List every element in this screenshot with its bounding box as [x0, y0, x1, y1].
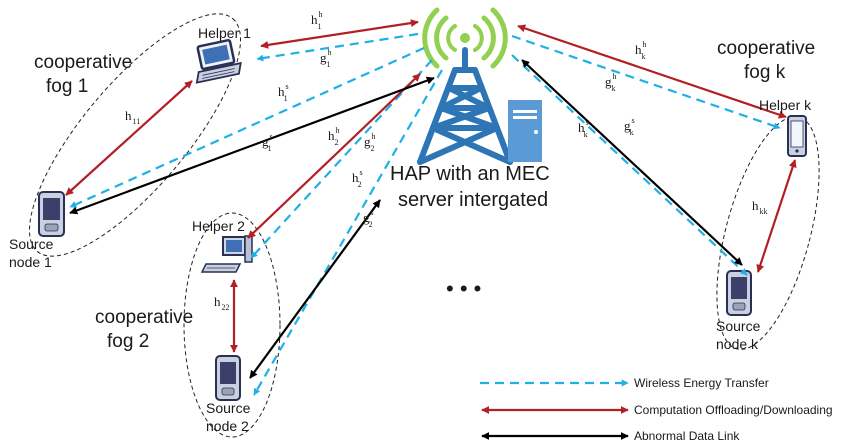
link-h1h: [260, 19, 419, 49]
source-node-2-phone-icon: [215, 355, 241, 401]
helper-1-label: Helper 1: [198, 25, 251, 41]
legend-abnormal-label: Abnormal Data Link: [634, 429, 740, 443]
abnormal-links: [69, 59, 743, 379]
legend-offload-label: Computation Offloading/Downloading: [634, 403, 833, 417]
source-node-k-phone-icon: [726, 270, 752, 316]
label-h22: h22: [214, 294, 230, 312]
legend-energy-label: Wireless Energy Transfer: [634, 376, 769, 390]
link-h1s: [69, 76, 435, 215]
link-h2h: [247, 73, 421, 239]
mec-server-icon: [508, 100, 542, 162]
link-h11: [65, 80, 193, 196]
fog-2-label-line2: fog 2: [107, 331, 149, 352]
source-node-2-label-line1: Source: [206, 400, 251, 416]
hap-label-line2: server intergated: [398, 189, 548, 211]
fog-k-label-line1: cooperative: [717, 38, 815, 59]
helper-2-label: Helper 2: [192, 218, 245, 234]
energy-transfer-links: [69, 32, 781, 396]
more-fogs-ellipsis: • • •: [446, 276, 481, 301]
source-node-2-label-line2: node 2: [206, 418, 249, 434]
helper-1-laptop-icon: [195, 39, 242, 84]
helper-k-label: Helper k: [759, 97, 812, 113]
source-node-1-label-line1: Source: [9, 236, 54, 252]
helper-2-desktop-icon: [200, 235, 253, 273]
hap-label-line1: HAP with an MEC: [390, 163, 550, 185]
link-g1h: [256, 32, 419, 62]
link-g2s: [253, 69, 443, 396]
link-hks: [521, 59, 743, 266]
fog-1-label-line2: fog 1: [46, 76, 88, 97]
link-h2s: [249, 199, 381, 379]
source-node-1-phone-icon: [38, 191, 65, 237]
legend: Wireless Energy Transfer Computation Off…: [480, 376, 833, 443]
offloading-links: [65, 19, 797, 353]
label-h11: h11: [125, 108, 140, 126]
source-node-k-label-line1: Source: [716, 318, 761, 334]
source-node-k-label-line2: node k: [716, 336, 759, 352]
hap-tower-icon: [417, 47, 513, 165]
link-hkk: [756, 159, 797, 273]
label-hkk: hkk: [752, 198, 768, 216]
helper-k-tablet-icon: [787, 115, 807, 157]
fog-k-label-line2: fog k: [744, 62, 786, 83]
fog-1-label-line1: cooperative: [34, 52, 132, 73]
fog-2-label-line1: cooperative: [95, 307, 193, 328]
source-node-1-label-line2: node 1: [9, 254, 52, 270]
